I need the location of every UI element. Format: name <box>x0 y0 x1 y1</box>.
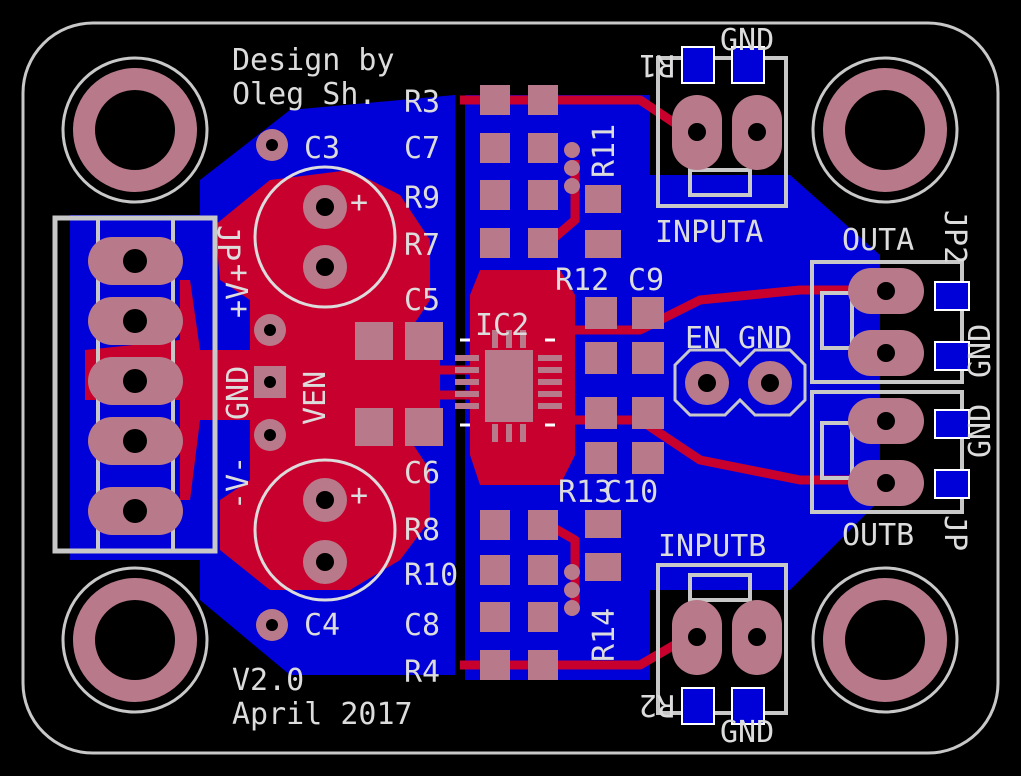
vias <box>254 129 580 641</box>
label-c5: C5 <box>404 283 440 318</box>
label-gnd-top: GND <box>720 23 774 58</box>
label-jp-left: JP <box>210 225 245 261</box>
en-jumper <box>673 348 807 417</box>
electrolytic-caps <box>253 165 397 602</box>
silkscreen: Design by Oleg Sh. V2.0 April 2017 C3 C4… <box>210 23 998 750</box>
label-r3: R3 <box>404 85 440 120</box>
label-v-minus: -V- <box>221 456 256 510</box>
label-jp2: JP2 <box>937 210 972 264</box>
label-r13: R13 <box>558 475 612 510</box>
label-r2: R2 <box>639 687 675 722</box>
label-outa: OUTA <box>842 223 914 258</box>
label-r1: R1 <box>639 47 675 82</box>
label-gnd-bottom: GND <box>720 715 774 750</box>
label-v-plus: +V+ <box>221 264 256 318</box>
smd-pads <box>355 85 664 680</box>
label-c7: C7 <box>404 131 440 166</box>
label-r7: R7 <box>404 228 440 263</box>
label-inputa: INPUTA <box>655 215 763 250</box>
label-r8: R8 <box>404 513 440 548</box>
credits-line1: Design by <box>232 43 395 78</box>
label-r10: R10 <box>404 558 458 593</box>
label-r14: R14 <box>587 608 622 662</box>
label-outb: OUTB <box>842 518 914 553</box>
board-outline <box>21 21 1000 755</box>
label-gnd-out2: GND <box>963 404 998 458</box>
label-en: EN <box>685 321 721 356</box>
label-c8: C8 <box>404 608 440 643</box>
label-r9: R9 <box>404 181 440 216</box>
credits-version: V2.0 <box>232 663 304 698</box>
inputa-connector <box>656 46 788 208</box>
mounting-holes <box>61 56 959 714</box>
inputb-connector <box>656 563 788 725</box>
output-connectors <box>810 260 970 514</box>
label-c6: C6 <box>404 456 440 491</box>
label-r4: R4 <box>404 655 440 690</box>
label-r12: R12 <box>555 263 609 298</box>
label-gnd-power: GND <box>221 366 256 420</box>
ic2-package <box>455 330 562 442</box>
label-plus-1: + <box>350 185 368 220</box>
label-c10: C10 <box>604 475 658 510</box>
label-plus-2: + <box>350 478 368 513</box>
power-connector <box>52 215 218 554</box>
top-copper-pour-left <box>180 170 440 590</box>
label-c4: C4 <box>304 608 340 643</box>
label-ven: VEN <box>298 371 333 425</box>
label-gnd-en: GND <box>738 321 792 356</box>
label-inputb: INPUTB <box>658 529 766 564</box>
label-r11: R11 <box>587 124 622 178</box>
credits-line2: Oleg Sh. <box>232 77 377 112</box>
credits-date: April 2017 <box>232 697 413 732</box>
label-ic2: IC2 <box>475 308 529 343</box>
label-c9: C9 <box>628 263 664 298</box>
label-jp-outb: JP <box>937 515 972 551</box>
label-gnd-out1: GND <box>963 324 998 378</box>
label-c3: C3 <box>304 131 340 166</box>
